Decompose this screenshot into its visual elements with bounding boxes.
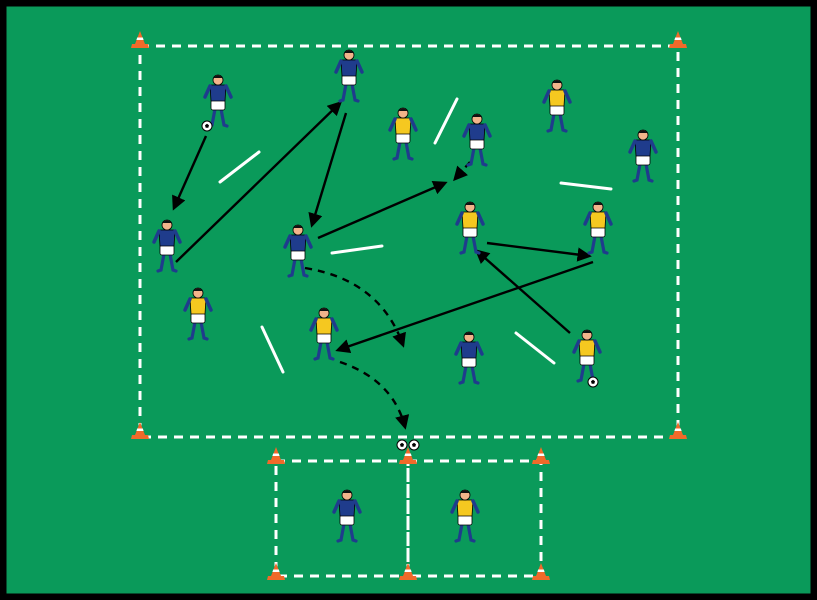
white-marker-line [433,97,459,145]
pass-arrow [308,112,348,228]
pass-arrow [317,180,448,240]
pass-arrow [335,260,594,354]
pass-arrows [172,100,594,354]
pass-arrow [486,241,592,262]
pass-arrow [474,249,571,334]
white-marker-line [514,331,556,365]
white-marker-line [330,244,384,255]
soccer-ball-icon [396,439,408,451]
soccer-ball-icon [201,120,213,132]
white-marker-line [260,325,285,374]
white-marker-line [218,150,261,184]
white-marker-line [559,181,613,191]
pass-arrow [175,100,343,263]
goal-box-left [274,459,410,578]
white-marker-lines [218,97,613,374]
soccer-ball-icon [587,376,599,388]
dashed-run-arrow [304,266,406,348]
pass-arrow [172,135,208,211]
soccer-ball-icon [408,439,420,451]
goal-box-right [406,459,543,578]
